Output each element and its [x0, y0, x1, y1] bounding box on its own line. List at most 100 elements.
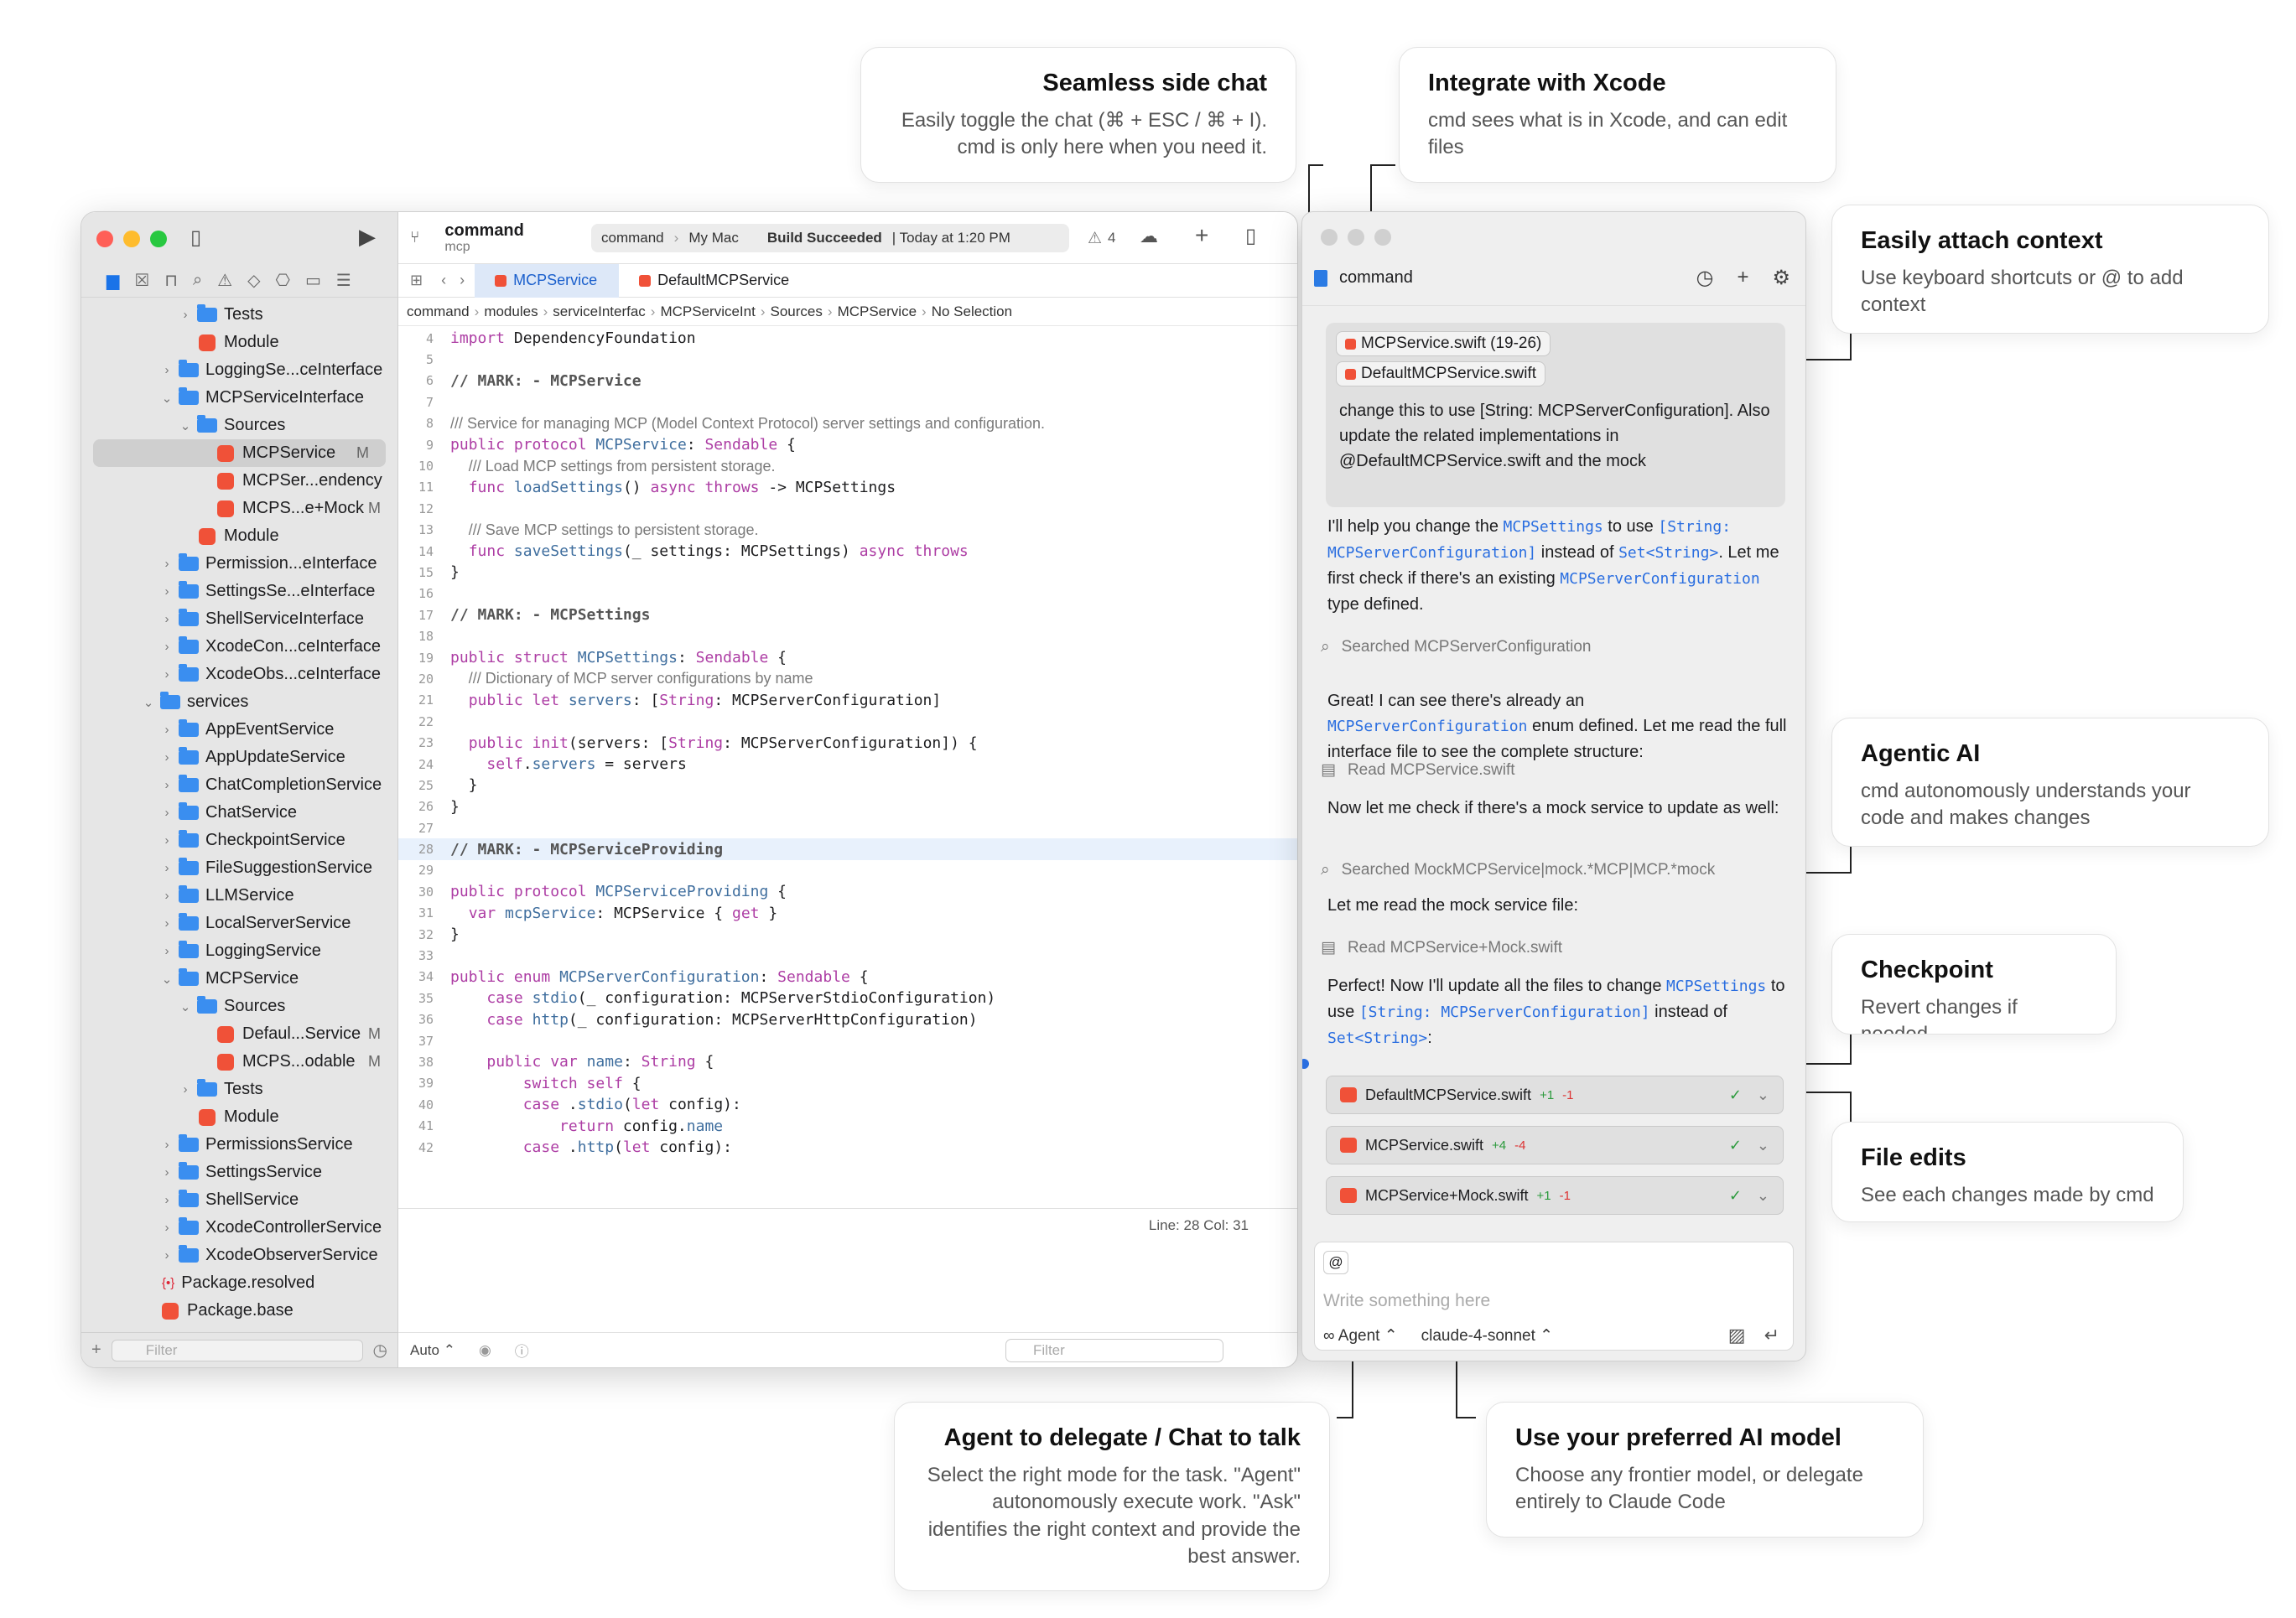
minimize-button[interactable] — [1348, 229, 1364, 246]
add-icon[interactable]: + — [91, 1341, 101, 1359]
tab-defaultmcpservice[interactable]: DefaultMCPService — [619, 264, 811, 298]
code-line[interactable]: 6// MARK: - MCPService — [398, 371, 1297, 392]
disclosure-chevron-icon[interactable]: ⌄ — [179, 999, 191, 1014]
disclosure-chevron-icon[interactable]: › — [164, 1248, 169, 1263]
code-line[interactable]: 28// MARK: - MCPServiceProviding — [398, 838, 1297, 860]
tree-item[interactable]: ⌄MCPService — [81, 965, 397, 993]
mode-selector[interactable]: Auto ⌃ — [410, 1341, 455, 1358]
code-line[interactable]: 37 — [398, 1030, 1297, 1051]
file-edit-row[interactable]: MCPService.swift +4 -4 ✓⌄ — [1326, 1126, 1784, 1164]
disclosure-chevron-icon[interactable]: ⌄ — [179, 418, 191, 433]
disclosure-chevron-icon[interactable]: › — [164, 363, 169, 377]
send-icon[interactable]: ↵ — [1764, 1325, 1779, 1346]
disclosure-chevron-icon[interactable]: › — [164, 778, 169, 792]
tree-item[interactable]: ›Permission...eInterface — [81, 550, 397, 578]
issue-icon[interactable]: ⚠ — [217, 272, 233, 290]
code-line[interactable]: 29 — [398, 860, 1297, 881]
zoom-button[interactable] — [150, 231, 167, 247]
tree-item[interactable]: ⌄MCPServiceInterface — [81, 384, 397, 412]
breadcrumb-item[interactable]: No Selection — [931, 303, 1013, 319]
code-line[interactable]: 21 public let servers: [String: MCPServe… — [398, 690, 1297, 711]
disclosure-chevron-icon[interactable]: › — [164, 806, 169, 820]
code-line[interactable]: 11 func loadSettings() async throws -> M… — [398, 477, 1297, 498]
code-line[interactable]: 26} — [398, 796, 1297, 817]
tree-item[interactable]: ›XcodeObs...ceInterface — [81, 661, 397, 688]
tree-item[interactable]: ›FileSuggestionService — [81, 854, 397, 882]
code-line[interactable]: 25 } — [398, 775, 1297, 796]
disclosure-chevron-icon[interactable]: › — [164, 640, 169, 654]
tree-item[interactable]: ⌄Sources — [81, 412, 397, 439]
breadcrumb-item[interactable]: serviceInterfac — [553, 303, 646, 319]
tree-item[interactable]: ›XcodeObserverService — [81, 1242, 397, 1269]
breadcrumb-item[interactable]: modules — [484, 303, 538, 319]
new-chat-icon[interactable]: + — [1737, 266, 1749, 288]
file-edit-row[interactable]: MCPService+Mock.swift +1 -1 ✓⌄ — [1326, 1176, 1784, 1215]
mode-selector[interactable]: ∞ Agent ⌃ — [1323, 1327, 1398, 1345]
tree-item[interactable]: ⌄Sources — [81, 993, 397, 1020]
sidebar-toggle-icon[interactable]: ▯ — [190, 226, 202, 249]
code-line[interactable]: 41 return config.name — [398, 1115, 1297, 1136]
checkpoint-marker[interactable] — [1302, 1059, 1309, 1069]
tool-call[interactable]: ⌕ Searched MCPServerConfiguration — [1321, 638, 1591, 656]
disclosure-chevron-icon[interactable]: › — [183, 308, 188, 322]
history-icon[interactable]: ◷ — [1696, 267, 1714, 289]
code-line[interactable]: 8/// Service for managing MCP (Model Con… — [398, 413, 1297, 434]
test-icon[interactable]: ◇ — [247, 272, 261, 290]
tree-item[interactable]: ›ShellService — [81, 1186, 397, 1214]
disclosure-chevron-icon[interactable]: › — [164, 833, 169, 848]
breadcrumb-item[interactable]: MCPService — [837, 303, 917, 319]
tree-item[interactable]: Module — [81, 329, 397, 356]
tool-call[interactable]: ▤ Read MCPService+Mock.swift — [1321, 938, 1562, 957]
code-line[interactable]: 12 — [398, 498, 1297, 519]
project-name[interactable]: command mcp — [444, 221, 523, 255]
warning-icon[interactable]: ⚠ — [1088, 230, 1103, 247]
code-line[interactable]: 16 — [398, 583, 1297, 604]
disclosure-chevron-icon[interactable]: ⌄ — [143, 695, 154, 710]
tab-mcpservice[interactable]: MCPService — [475, 263, 620, 298]
check-icon[interactable]: ✓ — [1728, 1136, 1742, 1154]
debug-icon[interactable]: ⎔ — [275, 272, 290, 290]
model-selector[interactable]: claude-4-sonnet ⌃ — [1421, 1327, 1554, 1345]
folder-icon[interactable]: ▆ — [106, 272, 120, 290]
disclosure-chevron-icon[interactable]: › — [164, 1193, 169, 1207]
code-line[interactable]: 38 public var name: String { — [398, 1051, 1297, 1072]
tree-item[interactable]: ›LocalServerService — [81, 910, 397, 937]
tree-item[interactable]: ›Tests — [81, 1076, 397, 1103]
code-line[interactable]: 27 — [398, 817, 1297, 838]
chevron-down-icon[interactable]: ⌄ — [1756, 1086, 1769, 1103]
code-line[interactable]: 32} — [398, 924, 1297, 945]
eye-icon[interactable]: ◉ — [478, 1341, 491, 1358]
console-filter-input[interactable]: Filter — [1005, 1339, 1223, 1362]
code-line[interactable]: 39 switch self { — [398, 1073, 1297, 1094]
search-icon[interactable]: ⌕ — [192, 271, 203, 289]
code-line[interactable]: 20 /// Dictionary of MCP server configur… — [398, 668, 1297, 689]
disclosure-chevron-icon[interactable]: › — [164, 1221, 169, 1235]
check-icon[interactable]: ✓ — [1728, 1186, 1742, 1204]
back-icon[interactable]: ‹ — [441, 272, 447, 288]
tree-item[interactable]: ›SettingsSe...eInterface — [81, 578, 397, 605]
add-tab-icon[interactable]: + — [1195, 222, 1209, 248]
code-line[interactable]: 15} — [398, 562, 1297, 583]
minimize-button[interactable] — [123, 231, 140, 247]
code-line[interactable]: 31 var mcpService: MCPService { get } — [398, 903, 1297, 924]
breadcrumb-item[interactable]: MCPServiceInt — [660, 303, 756, 319]
close-button[interactable] — [1321, 229, 1338, 246]
chevron-down-icon[interactable]: ⌄ — [1756, 1136, 1769, 1154]
tree-item[interactable]: ⌄services — [81, 688, 397, 716]
close-button[interactable] — [96, 231, 113, 247]
message-input[interactable]: Write something here — [1323, 1291, 1491, 1310]
bookmark-icon[interactable]: ⊓ — [164, 272, 178, 290]
context-chip[interactable]: DefaultMCPService.swift — [1336, 361, 1546, 386]
code-line[interactable]: 18 — [398, 625, 1297, 646]
tree-item[interactable]: ›LoggingSe...ceInterface — [81, 356, 397, 384]
disclosure-chevron-icon[interactable]: › — [164, 861, 169, 875]
disclosure-chevron-icon[interactable]: ⌄ — [161, 972, 173, 987]
run-icon[interactable]: ▶ — [359, 224, 376, 249]
image-icon[interactable]: ▨ — [1727, 1325, 1746, 1346]
code-line[interactable]: 5 — [398, 349, 1297, 370]
